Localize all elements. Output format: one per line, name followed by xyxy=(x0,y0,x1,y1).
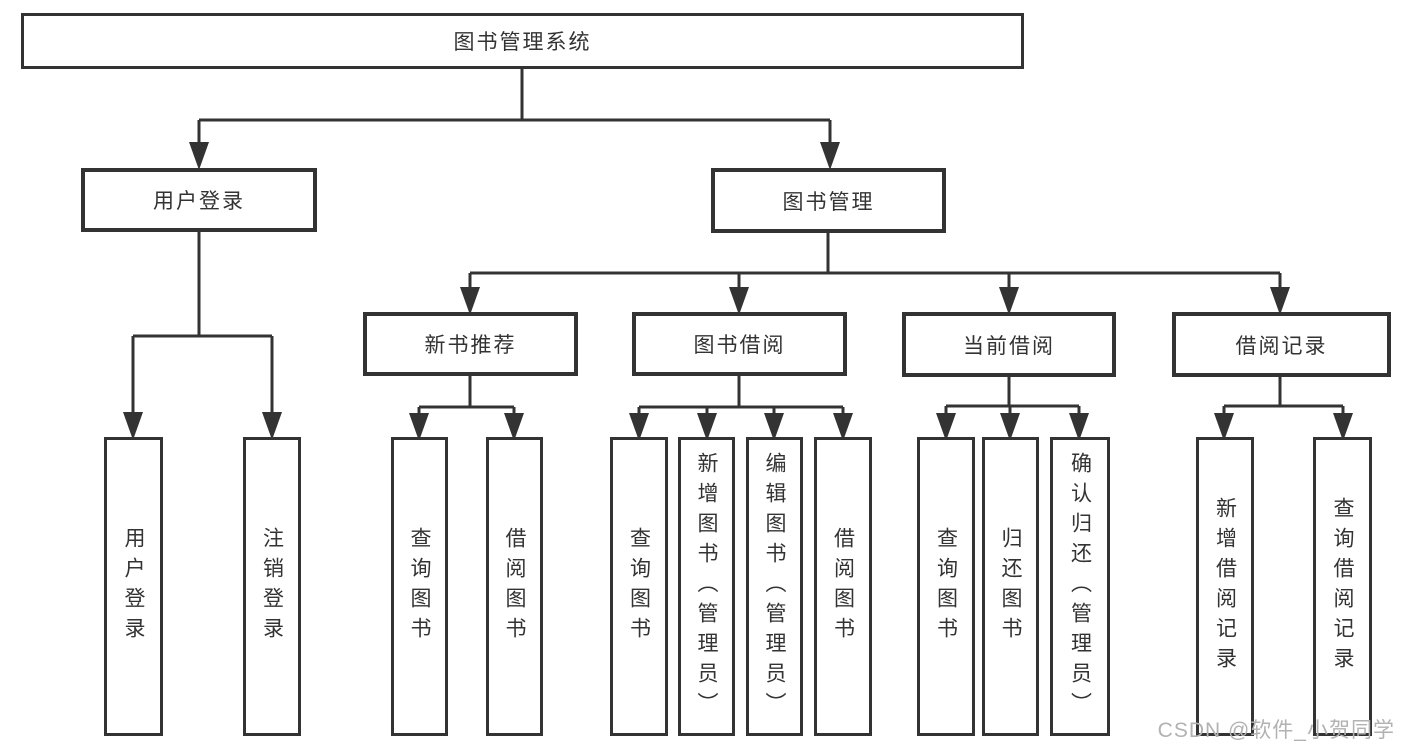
leaf-logout: 注销登录 xyxy=(243,437,301,736)
node-root: 图书管理系统 xyxy=(21,13,1024,69)
leaf-query-books-current: 查询图书 xyxy=(917,437,975,736)
node-new-book-recommend-label: 新书推荐 xyxy=(424,334,517,357)
leaf-confirm-return-admin: 确认归还（管理员） xyxy=(1050,437,1110,736)
node-current-borrow: 当前借阅 xyxy=(902,312,1116,377)
node-user-login-label: 用户登录 xyxy=(153,190,245,213)
leaf-query-books-borrow-label: 查询图书 xyxy=(627,526,651,647)
leaf-query-books-borrow: 查询图书 xyxy=(610,437,668,736)
node-book-borrow: 图书借阅 xyxy=(632,312,847,376)
leaf-edit-books-admin-label: 编辑图书（管理员） xyxy=(763,451,786,722)
leaf-query-books-recommend-label: 查询图书 xyxy=(408,526,431,647)
leaf-return-books-label: 归还图书 xyxy=(999,526,1022,647)
arrowheads xyxy=(123,142,1353,441)
csdn-watermark: CSDN @软件_小贺同学 xyxy=(1157,719,1395,742)
leaf-return-books: 归还图书 xyxy=(982,437,1039,736)
leaf-borrow-books-recommend: 借阅图书 xyxy=(486,437,543,736)
leaf-borrow-books-recommend-label: 借阅图书 xyxy=(503,526,526,647)
node-user-login: 用户登录 xyxy=(81,168,317,232)
leaf-query-borrow-record: 查询借阅记录 xyxy=(1313,437,1372,736)
leaf-add-books-admin: 新增图书（管理员） xyxy=(678,437,735,736)
leaf-query-books-recommend: 查询图书 xyxy=(391,437,448,736)
leaf-user-login: 用户登录 xyxy=(104,437,163,736)
node-book-management-label: 图书管理 xyxy=(782,190,875,214)
leaf-add-books-admin-label: 新增图书（管理员） xyxy=(695,451,718,722)
node-book-management: 图书管理 xyxy=(711,168,946,233)
leaf-add-borrow-record: 新增借阅记录 xyxy=(1196,437,1254,736)
leaf-borrow-books-label: 借阅图书 xyxy=(831,526,855,647)
node-current-borrow-label: 当前借阅 xyxy=(963,334,1055,358)
leaf-edit-books-admin: 编辑图书（管理员） xyxy=(746,437,803,736)
leaf-borrow-books: 借阅图书 xyxy=(814,437,872,736)
leaf-logout-label: 注销登录 xyxy=(260,526,284,647)
leaf-user-login-label: 用户登录 xyxy=(122,526,145,647)
leaf-query-books-current-label: 查询图书 xyxy=(934,526,958,647)
leaf-confirm-return-admin-label: 确认归还（管理员） xyxy=(1068,451,1092,722)
leaf-query-borrow-record-label: 查询借阅记录 xyxy=(1331,496,1354,677)
node-borrow-records-label: 借阅记录 xyxy=(1235,334,1328,358)
node-book-borrow-label: 图书借阅 xyxy=(693,334,786,357)
node-root-label: 图书管理系统 xyxy=(453,31,592,54)
node-new-book-recommend: 新书推荐 xyxy=(363,312,578,376)
node-borrow-records: 借阅记录 xyxy=(1172,312,1391,377)
leaf-add-borrow-record-label: 新增借阅记录 xyxy=(1213,496,1237,677)
